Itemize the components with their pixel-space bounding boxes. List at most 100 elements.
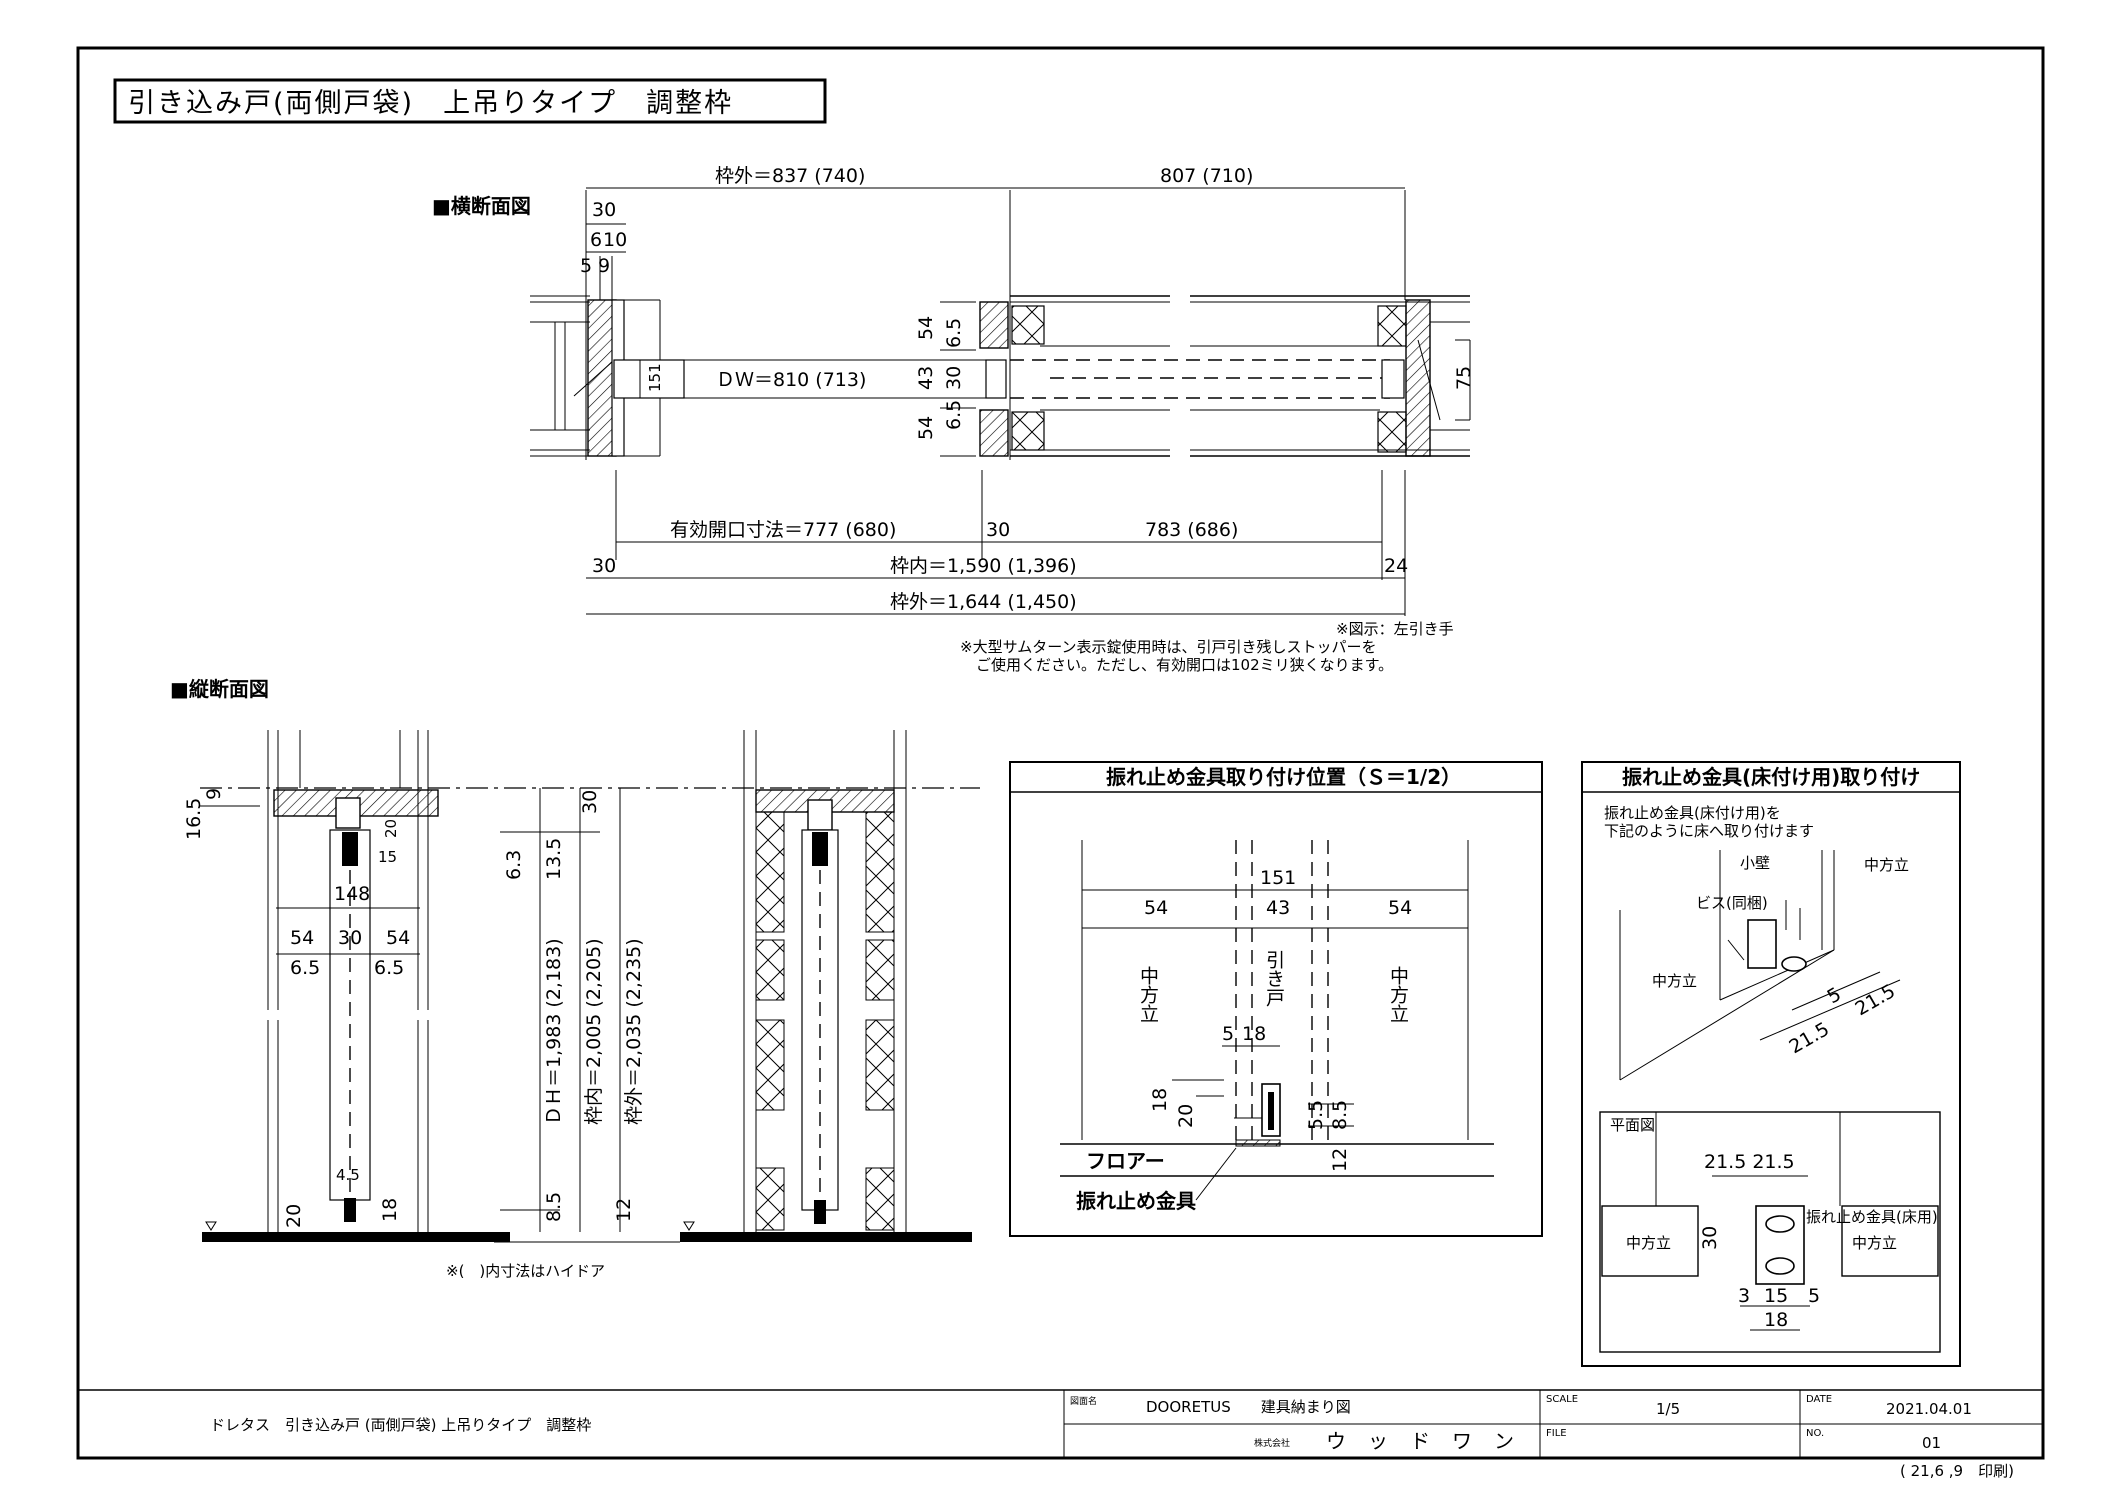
plan-note-line1: ※大型サムターン表示錠使用時は、引戸引き残しストッパーを bbox=[960, 638, 1377, 656]
plan-dim-9: 9 bbox=[598, 255, 610, 277]
install-plan-15: 15 bbox=[1764, 1285, 1788, 1307]
vs-bottom-18: 18 bbox=[379, 1198, 401, 1222]
detail-sliding-door: 引き戸 bbox=[1263, 950, 1285, 1007]
detail-floor-label: フロアー bbox=[1086, 1149, 1165, 1173]
plan-inner-width: 枠内＝1,590 (1,396) bbox=[890, 555, 1077, 577]
install-plan-5: 5 bbox=[1808, 1285, 1820, 1307]
vs-dim-15: 15 bbox=[378, 848, 397, 866]
plan-bottom-30-left: 30 bbox=[592, 555, 616, 577]
install-plan-dims-top: 21.5 21.5 bbox=[1704, 1151, 1795, 1173]
vs-bottom-20: 20 bbox=[283, 1204, 305, 1228]
vs-dim-12: 12 bbox=[613, 1198, 635, 1222]
detail-left-post: 中方立 bbox=[1137, 966, 1159, 1023]
plan-bottom-783: 783 (686) bbox=[1145, 519, 1238, 541]
plan-heading: ■横断面図 bbox=[432, 194, 531, 218]
install-plan-right: 中方立 bbox=[1852, 1234, 1897, 1252]
vs-row1-30: 30 bbox=[338, 927, 362, 949]
tb-scale-label: SCALE bbox=[1546, 1394, 1578, 1405]
vs-row1-54b: 54 bbox=[386, 927, 410, 949]
vs-dim-165: 16.5 bbox=[183, 798, 205, 840]
tb-no-label: NO. bbox=[1806, 1428, 1824, 1439]
vs-bottom-45: 4.5 bbox=[336, 1166, 360, 1184]
detail-bracket-label: 振れ止め金具 bbox=[1076, 1189, 1196, 1213]
install-kokabe: 小壁 bbox=[1740, 854, 1770, 872]
vs-dim-85: 8.5 bbox=[543, 1192, 565, 1222]
install-dim-215a: 21.5 bbox=[1852, 980, 1900, 1020]
plan-top-dim-left: 枠外＝837 (740) bbox=[715, 165, 865, 187]
tb-company-prefix: 株式会社 bbox=[1254, 1437, 1290, 1449]
install-intro2: 下記のように床へ取り付けます bbox=[1604, 822, 1814, 840]
detail-dim-18b: 18 bbox=[1149, 1088, 1171, 1112]
vs-dim-135: 13.5 bbox=[543, 838, 565, 880]
vs-dim-148: 148 bbox=[334, 883, 370, 905]
detail-dim-54a: 54 bbox=[1144, 897, 1168, 919]
detail-dim-43: 43 bbox=[1266, 897, 1290, 919]
tb-print-date: ( 21,6 ,9 印刷) bbox=[1900, 1462, 2014, 1480]
install-right-post: 中方立 bbox=[1864, 856, 1909, 874]
plan-stack-65a: 6.5 bbox=[943, 318, 965, 348]
detail-dim-54b: 54 bbox=[1388, 897, 1412, 919]
vs-outer-h: 枠外＝2,035 (2,235) bbox=[623, 938, 645, 1125]
plan-dim-10: 10 bbox=[603, 229, 627, 251]
install-title: 振れ止め金具(床付け用)取り付け bbox=[1622, 765, 1920, 789]
install-screw: ビス(同梱) bbox=[1696, 894, 1768, 912]
plan-top-dim-right: 807 (710) bbox=[1160, 165, 1253, 187]
tb-drawing-name-label: 図面名 bbox=[1070, 1395, 1097, 1407]
detail-panel: 振れ止め金具取り付け位置（Ｓ＝1/2） 151 54 43 54 中方立 引き戸… bbox=[1009, 761, 1543, 1237]
install-dim-215b: 21.5 bbox=[1786, 1018, 1834, 1058]
detail-dim-151: 151 bbox=[1260, 867, 1296, 889]
detail-dim-85: 8.5 bbox=[1329, 1100, 1351, 1130]
plan-note-line2: ご使用ください。ただし、有効開口は102ミリ狭くなります。 bbox=[976, 656, 1393, 674]
install-plan-left: 中方立 bbox=[1626, 1234, 1671, 1252]
plan-effective-opening: 有効開口寸法＝777 (680) bbox=[670, 519, 896, 541]
detail-dim-20: 20 bbox=[1175, 1104, 1197, 1128]
install-plan-label: 平面図 bbox=[1610, 1116, 1655, 1134]
vertical-heading: ■縦断面図 bbox=[170, 677, 269, 701]
vs-row2-65a: 6.5 bbox=[290, 957, 320, 979]
vs-row2-65b: 6.5 bbox=[374, 957, 404, 979]
plan-bottom-30: 30 bbox=[986, 519, 1010, 541]
plan-section: ■横断面図 枠外＝837 (740) 807 (710) 30 6 10 5 9 bbox=[432, 165, 1475, 674]
vs-inner-h: 枠内＝2,005 (2,205) bbox=[583, 938, 605, 1125]
tb-date-label: DATE bbox=[1806, 1394, 1832, 1405]
tb-description: ドレタス 引き込み戸 (両側戸袋) 上吊りタイプ 調整枠 bbox=[210, 1416, 591, 1434]
vertical-section: ■縦断面図 16.5 9 20 15 148 54 30 54 6.5 6.5 … bbox=[170, 677, 980, 1280]
plan-dw: ＤＷ＝810 (713) bbox=[716, 369, 866, 391]
install-plan-18: 18 bbox=[1764, 1309, 1788, 1331]
detail-right-post: 中方立 bbox=[1387, 966, 1409, 1023]
install-plan-bracket: 振れ止め金具(床用) bbox=[1806, 1208, 1938, 1226]
detail-dim-55: 5.5 bbox=[1305, 1100, 1327, 1130]
plan-stack-65b: 6.5 bbox=[943, 400, 965, 430]
tb-date: 2021.04.01 bbox=[1886, 1400, 1972, 1418]
plan-stack-54b: 54 bbox=[915, 416, 937, 440]
vs-dim-20: 20 bbox=[382, 819, 400, 838]
plan-bottom-24: 24 bbox=[1384, 555, 1408, 577]
vs-dim-9: 9 bbox=[203, 788, 225, 800]
install-intro1: 振れ止め金具(床付け用)を bbox=[1604, 804, 1781, 822]
sheet-border bbox=[76, 46, 2045, 1460]
plan-dim-75: 75 bbox=[1453, 366, 1475, 390]
plan-dim-6: 6 bbox=[590, 229, 602, 251]
tb-scale: 1/5 bbox=[1656, 1400, 1680, 1418]
plan-dim-5: 5 bbox=[580, 255, 592, 277]
vs-dim-63: 6.3 bbox=[503, 850, 525, 880]
detail-dim-18a: 18 bbox=[1242, 1023, 1266, 1045]
plan-stack-30: 30 bbox=[943, 366, 965, 390]
title-box: 引き込み戸(両側戸袋) 上吊りタイプ 調整枠 bbox=[113, 78, 827, 124]
tb-company: ウッドワン bbox=[1326, 1429, 1536, 1453]
tb-file-label: FILE bbox=[1546, 1428, 1567, 1439]
detail-dim-5: 5 bbox=[1222, 1023, 1234, 1045]
tb-no: 01 bbox=[1922, 1434, 1941, 1452]
tb-drawing-name: DOORETUS 建具納まり図 bbox=[1146, 1398, 1351, 1416]
install-left-post: 中方立 bbox=[1652, 972, 1697, 990]
plan-stack-43: 43 bbox=[915, 366, 937, 390]
plan-stack-54a: 54 bbox=[915, 316, 937, 340]
detail-dim-12: 12 bbox=[1329, 1148, 1351, 1172]
vs-dh: ＤＨ＝1,983 (2,183) bbox=[543, 938, 565, 1125]
plan-outer-width: 枠外＝1,644 (1,450) bbox=[890, 591, 1077, 613]
title-block: ドレタス 引き込み戸 (両側戸袋) 上吊りタイプ 調整枠 図面名 DOORETU… bbox=[78, 1389, 2043, 1480]
vs-note: ※( )内寸法はハイドア bbox=[446, 1262, 605, 1280]
detail-title: 振れ止め金具取り付け位置（Ｓ＝1/2） bbox=[1106, 765, 1461, 789]
vs-dim-30: 30 bbox=[579, 790, 601, 814]
